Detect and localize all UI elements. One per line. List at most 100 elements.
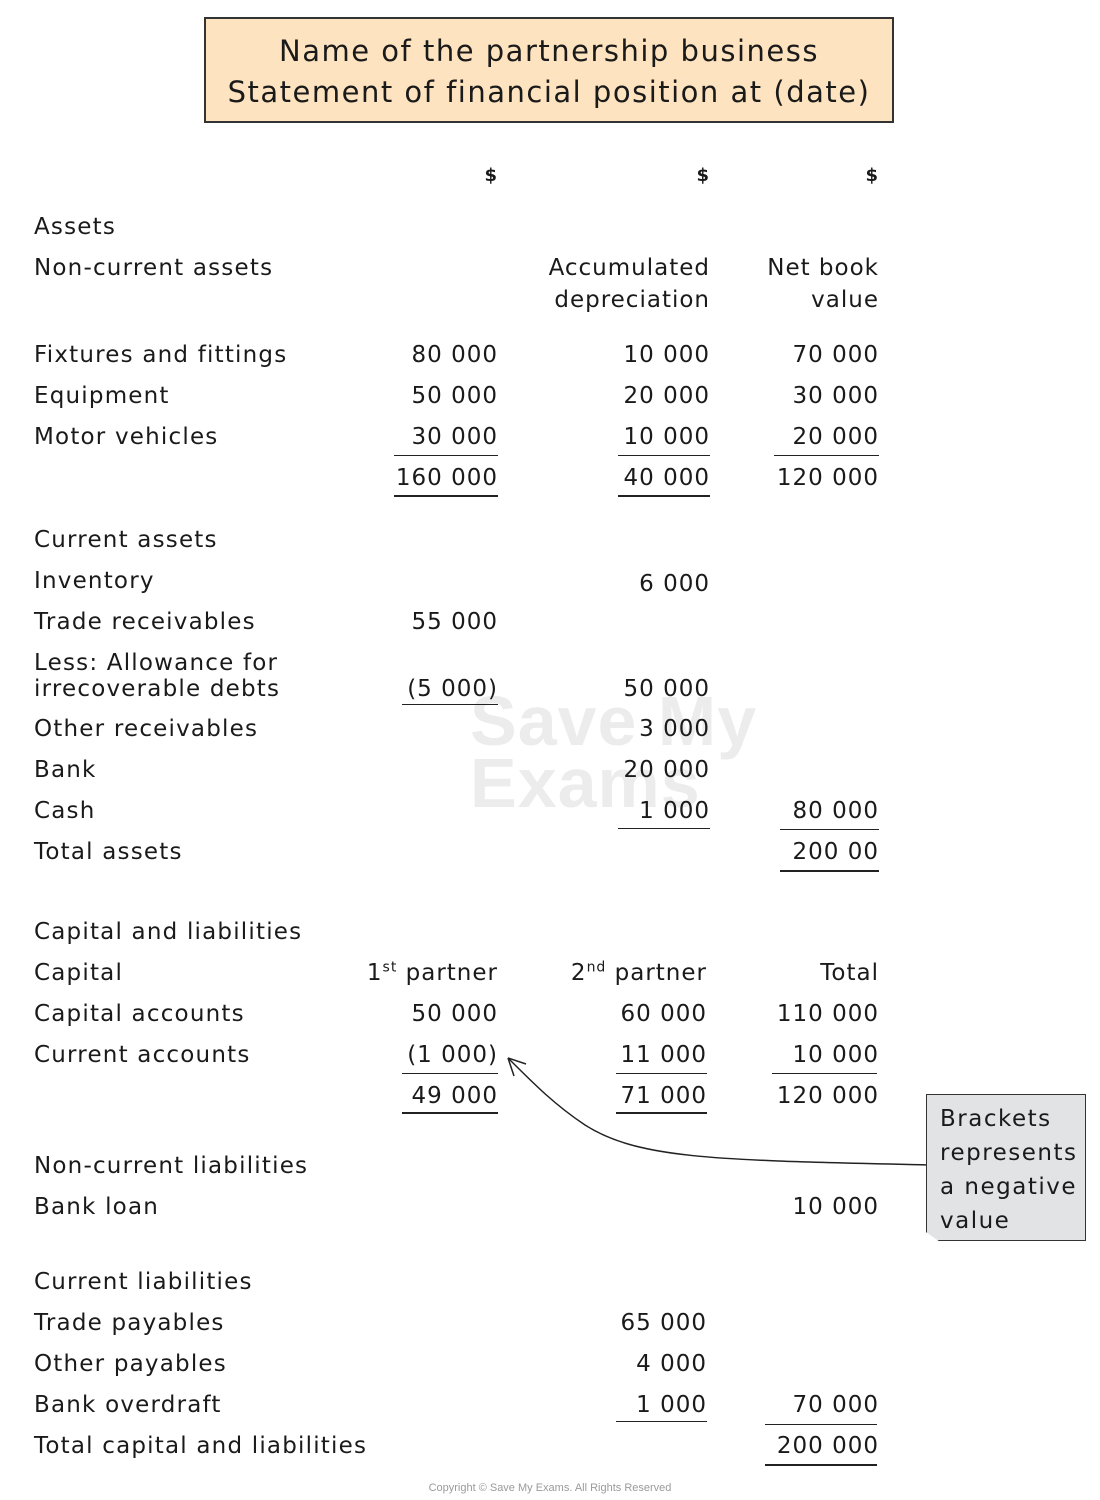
other-payables-label: Other payables <box>34 1351 227 1377</box>
underline <box>618 828 710 829</box>
non-current-liabilities-heading: Non-current liabilities <box>34 1153 309 1179</box>
underline <box>394 455 498 456</box>
row-label-motor-vehicles: Motor vehicles <box>34 424 219 450</box>
partner-1-number: 1 <box>366 960 383 986</box>
capital-total-p2: 71 000 <box>620 1083 707 1109</box>
cash-value: 1 000 <box>639 798 710 824</box>
underline <box>618 455 710 456</box>
equipment-nbv: 30 000 <box>792 383 879 409</box>
non-current-total-depreciation: 40 000 <box>623 465 710 491</box>
underline <box>772 1073 877 1074</box>
other-receivables-value: 3 000 <box>639 716 710 742</box>
net-book-value-header-1: Net book <box>767 255 879 281</box>
title-line-1: Name of the partnership business <box>279 34 819 68</box>
non-current-total-cost: 160 000 <box>395 465 498 491</box>
motor-vehicles-depreciation: 10 000 <box>623 424 710 450</box>
currency-header-1: $ <box>484 165 498 186</box>
note-line-4: value <box>940 1208 1011 1234</box>
copyright-text: Copyright © Save My Exams. All Rights Re… <box>428 1482 672 1494</box>
accumulated-depreciation-header-2: depreciation <box>554 287 710 313</box>
assets-heading: Assets <box>34 214 117 240</box>
bank-loan-label: Bank loan <box>34 1194 160 1220</box>
fixtures-cost: 80 000 <box>411 342 498 368</box>
capital-liabilities-heading: Capital and liabilities <box>34 919 303 945</box>
current-assets-heading: Current assets <box>34 527 218 553</box>
current-accounts-p2: 11 000 <box>620 1042 707 1068</box>
underline <box>780 829 879 830</box>
bank-overdraft-label: Bank overdraft <box>34 1392 222 1418</box>
non-current-total-nbv: 120 000 <box>776 465 879 491</box>
inventory-label: Inventory <box>34 568 155 594</box>
allowance-label-line-2: irrecoverable debts <box>34 676 281 702</box>
equipment-depreciation: 20 000 <box>623 383 710 409</box>
trade-payables-value: 65 000 <box>620 1310 707 1336</box>
double-underline <box>402 1112 498 1114</box>
statement-title-box: Name of the partnership business Stateme… <box>204 17 894 123</box>
note-line-2: represents <box>940 1140 1078 1166</box>
net-receivables-value: 50 000 <box>623 676 710 702</box>
currency-header-3: $ <box>865 165 879 186</box>
bank-overdraft-value: 1 000 <box>636 1392 707 1418</box>
other-receivables-label: Other receivables <box>34 716 259 742</box>
row-label-fixtures: Fixtures and fittings <box>34 342 288 368</box>
grand-total-value: 200 000 <box>776 1433 879 1459</box>
partner-2-word: partner <box>614 960 707 986</box>
partner-1-header: 1st partner <box>367 959 498 987</box>
partner-2-header: 2nd partner <box>571 959 707 987</box>
annotation-note: Brackets represents a negative value <box>926 1094 1086 1241</box>
partner-2-number: 2 <box>570 960 587 986</box>
bank-label: Bank <box>34 757 97 783</box>
capital-total-p1: 49 000 <box>411 1083 498 1109</box>
current-liabilities-heading: Current liabilities <box>34 1269 253 1295</box>
current-accounts-total: 10 000 <box>792 1042 879 1068</box>
underline <box>402 704 498 705</box>
current-liabilities-total: 70 000 <box>792 1392 879 1418</box>
inventory-value: 6 000 <box>639 571 710 597</box>
cash-label: Cash <box>34 798 96 824</box>
bank-value: 20 000 <box>623 757 710 783</box>
underline <box>616 1421 707 1422</box>
current-accounts-p1: (1 000) <box>407 1042 498 1068</box>
underline <box>765 1424 877 1425</box>
arrow-head <box>507 1057 527 1077</box>
trade-payables-label: Trade payables <box>34 1310 225 1336</box>
double-underline <box>394 495 498 497</box>
capital-accounts-label: Capital accounts <box>34 1001 245 1027</box>
arrow-curve <box>507 1057 932 1166</box>
capital-accounts-p1: 50 000 <box>411 1001 498 1027</box>
trade-receivables-label: Trade receivables <box>34 609 256 635</box>
capital-label: Capital <box>34 960 124 986</box>
underline <box>774 455 879 456</box>
partner-1-word: partner <box>405 960 498 986</box>
row-label-equipment: Equipment <box>34 383 170 409</box>
grand-total-label: Total capital and liabilities <box>34 1433 368 1459</box>
motor-vehicles-cost: 30 000 <box>411 424 498 450</box>
currency-header-2: $ <box>696 165 710 186</box>
other-payables-value: 4 000 <box>636 1351 707 1377</box>
title-line-2: Statement of financial position at (date… <box>227 75 871 109</box>
total-assets-value: 200 00 <box>792 839 879 865</box>
capital-accounts-total: 110 000 <box>776 1001 879 1027</box>
total-header: Total <box>820 960 879 986</box>
capital-total-total: 120 000 <box>776 1083 879 1109</box>
current-assets-total: 80 000 <box>792 798 879 824</box>
bank-loan-value: 10 000 <box>792 1194 879 1220</box>
fixtures-depreciation: 10 000 <box>623 342 710 368</box>
total-assets-label: Total assets <box>34 839 183 865</box>
note-line-1: Brackets <box>940 1106 1052 1132</box>
double-underline <box>618 495 710 497</box>
net-book-value-header-2: value <box>811 287 879 313</box>
double-underline <box>780 870 879 872</box>
partner-2-ordinal: nd <box>586 959 607 976</box>
note-line-3: a negative <box>940 1174 1077 1200</box>
underline <box>402 1073 498 1074</box>
double-underline <box>616 1112 707 1114</box>
underline <box>616 1073 707 1074</box>
double-underline <box>765 1464 877 1466</box>
current-accounts-label: Current accounts <box>34 1042 251 1068</box>
non-current-assets-heading: Non-current assets <box>34 255 274 281</box>
equipment-cost: 50 000 <box>411 383 498 409</box>
capital-accounts-p2: 60 000 <box>620 1001 707 1027</box>
trade-receivables-value: 55 000 <box>411 609 498 635</box>
